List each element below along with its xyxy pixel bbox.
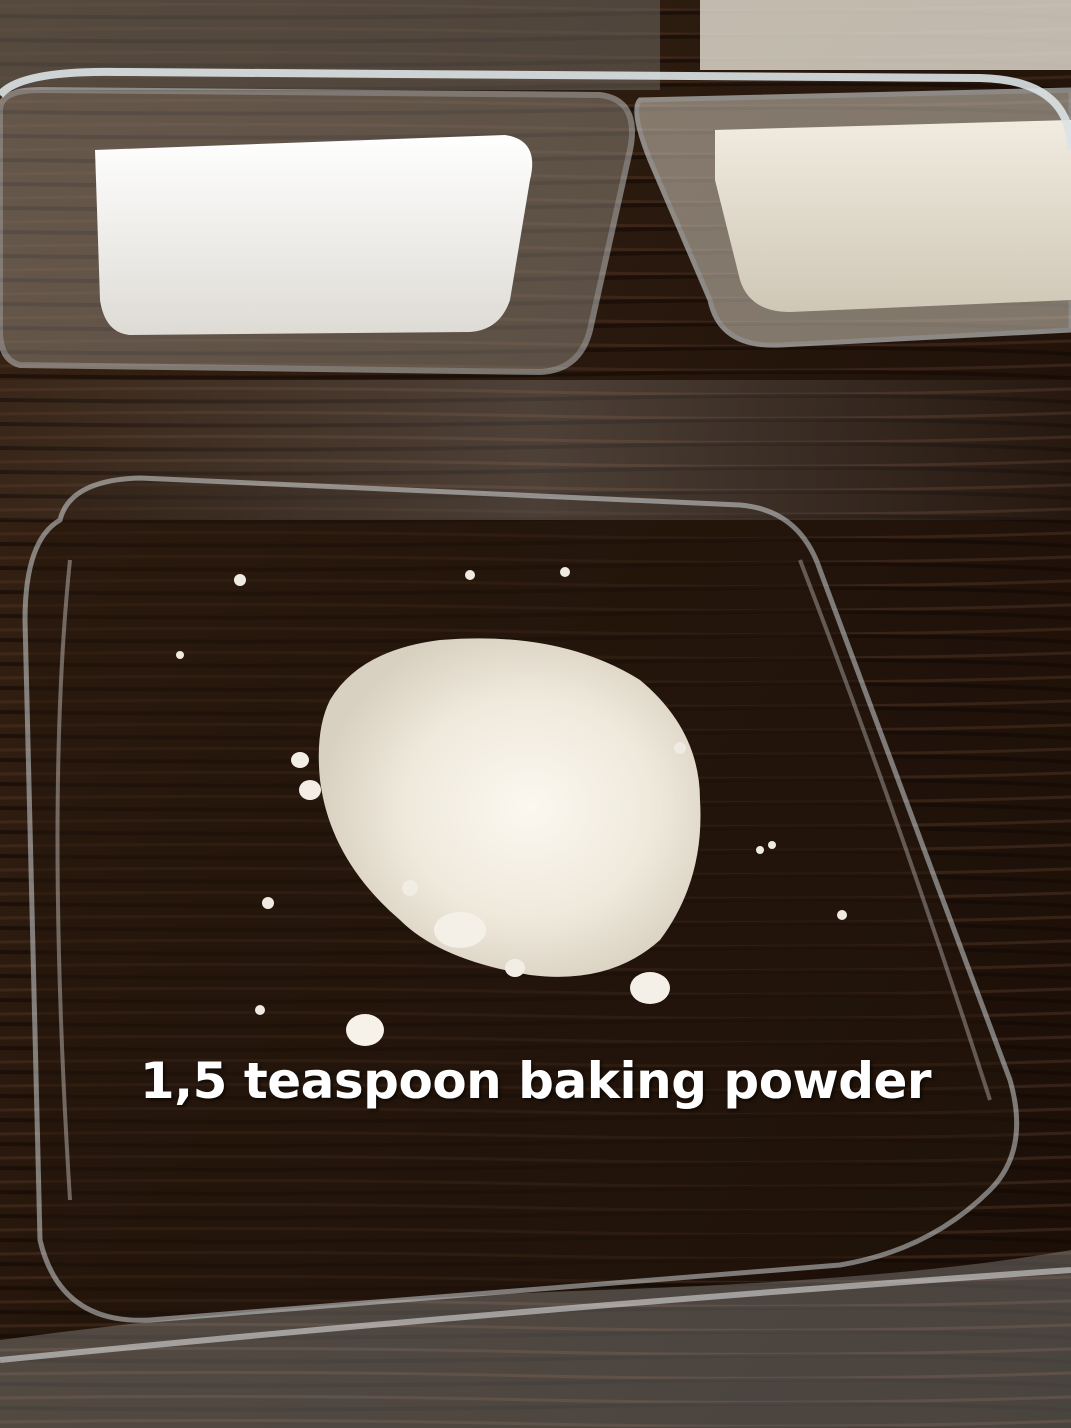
- caption-text: 1,5 teaspoon baking powder: [139, 1052, 932, 1110]
- powder-speck: [756, 846, 764, 854]
- powder-speck: [674, 742, 686, 754]
- flour-pile: [715, 120, 1071, 312]
- glass-bottom-edge: [0, 1250, 1071, 1428]
- sugar-pile: [95, 135, 533, 335]
- powder-speck: [176, 651, 184, 659]
- powder-speck: [262, 897, 274, 909]
- glass-sheen: [0, 380, 1071, 520]
- powder-clump: [630, 972, 670, 1004]
- powder-speck: [768, 841, 776, 849]
- powder-speck: [402, 880, 418, 896]
- powder-speck: [255, 1005, 265, 1015]
- powder-clump: [291, 752, 309, 768]
- glass-highlight-left: [55, 559, 72, 1201]
- powder-speck: [837, 910, 847, 920]
- powder-clump: [434, 912, 486, 948]
- powder-clump: [299, 780, 321, 800]
- powder-clump: [346, 1014, 384, 1046]
- powder-clump: [505, 959, 525, 977]
- glass-bottom-highlight: [0, 1267, 1071, 1363]
- powder-speck: [234, 574, 246, 586]
- back-bowl-right: [700, 0, 1071, 70]
- glass-dish-rim: [0, 67, 1071, 151]
- glass-highlight-right: [798, 559, 992, 1101]
- powder-speck: [560, 567, 570, 577]
- powder-speck: [465, 570, 475, 580]
